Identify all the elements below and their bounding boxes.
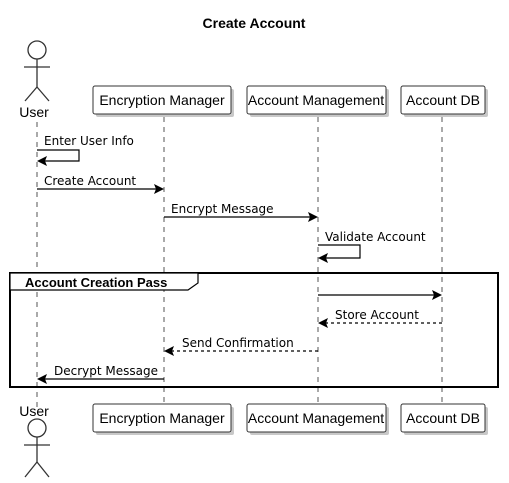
- participant-account-management-bottom: Account Management: [246, 403, 389, 435]
- frame-label: Account Creation Pass: [25, 275, 167, 290]
- participant-label-account-management: Account Management: [248, 410, 384, 426]
- actor-head: [27, 418, 47, 438]
- participant-label-encryption-manager: Encryption Manager: [99, 92, 225, 108]
- message-label: Send Confirmation: [182, 336, 294, 350]
- frame-border: [9, 272, 499, 388]
- message-label: Store Account: [335, 308, 419, 322]
- diagram-title: Create Account: [203, 15, 306, 31]
- message-label: Enter User Info: [44, 134, 134, 148]
- participant-label-user: User: [19, 104, 49, 120]
- participant-label-account-db: Account DB: [406, 410, 480, 426]
- message-label: Validate Account: [325, 230, 426, 244]
- participant-label-account-db: Account DB: [406, 92, 480, 108]
- actor-user-bottom: User: [19, 403, 50, 478]
- frame-account-creation-pass: Account Creation Pass: [9, 272, 499, 388]
- participant-account-management-top: Account Management: [246, 85, 389, 117]
- message-decrypt-message: Decrypt Message: [37, 364, 164, 384]
- message-store-account: Store Account: [318, 308, 442, 328]
- frame-tab: [9, 272, 199, 291]
- message-label: Encrypt Message: [171, 202, 274, 216]
- participant-account-db-bottom: Account DB: [400, 403, 488, 435]
- message-create-account: Create Account: [37, 174, 164, 194]
- participant-label-account-management: Account Management: [248, 92, 384, 108]
- participant-encryption-manager-top: Encryption Manager: [92, 85, 234, 117]
- participant-account-db-top: Account DB: [400, 85, 488, 117]
- message-enter-user-info: Enter User Info: [37, 134, 134, 166]
- message-send-confirmation: Send Confirmation: [164, 336, 318, 356]
- message-label: Decrypt Message: [54, 364, 158, 378]
- message-store-request: [318, 290, 442, 300]
- message-label: Create Account: [44, 174, 136, 188]
- participant-label-encryption-manager: Encryption Manager: [99, 410, 225, 426]
- message-validate-account: Validate Account: [318, 230, 426, 263]
- message-encrypt-message: Encrypt Message: [164, 202, 318, 222]
- participant-label-user: User: [19, 403, 49, 419]
- participant-encryption-manager-bottom: Encryption Manager: [92, 403, 234, 435]
- actor-head: [27, 40, 47, 60]
- actor-user-top: User: [19, 40, 50, 120]
